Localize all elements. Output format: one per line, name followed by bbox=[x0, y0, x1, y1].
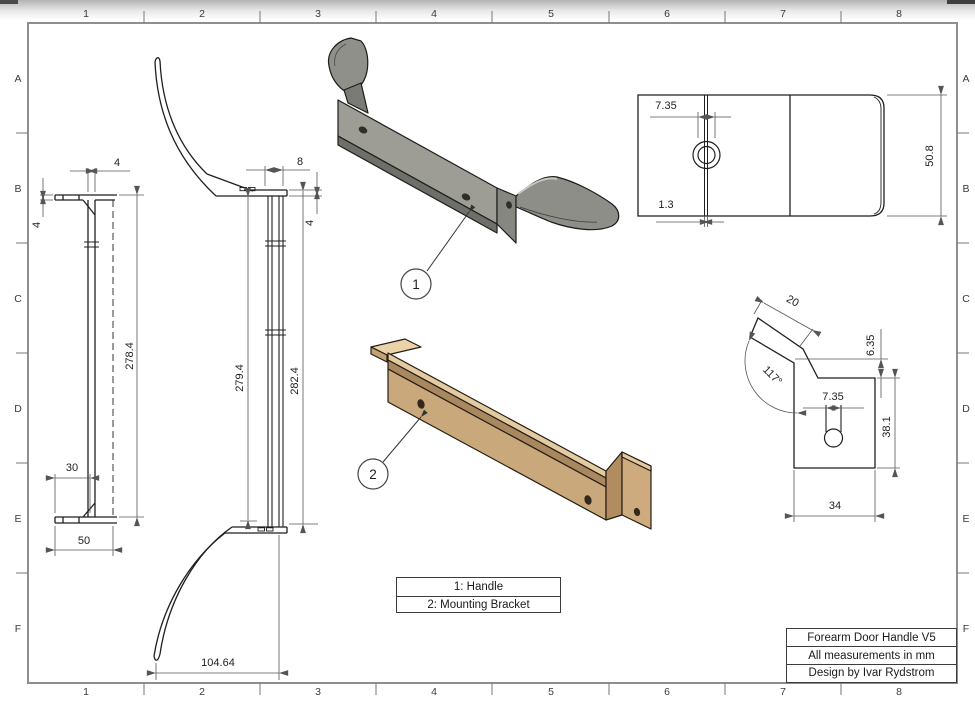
zone-label: 2 bbox=[199, 8, 205, 20]
dim-label: 7.35 bbox=[822, 391, 843, 403]
zone-label: C bbox=[962, 293, 970, 305]
zone-label: C bbox=[14, 293, 22, 305]
legend-row: 2: Mounting Bracket bbox=[397, 595, 560, 614]
handle-side-view-dims bbox=[146, 166, 322, 680]
handle-isometric-view bbox=[327, 37, 620, 244]
dim-label: 50 bbox=[78, 535, 90, 547]
handle-hole bbox=[358, 126, 368, 134]
dim-label: 30 bbox=[66, 462, 78, 474]
zone-label: 4 bbox=[431, 8, 437, 20]
window-tab-right bbox=[947, 0, 975, 4]
handle-hole bbox=[461, 193, 471, 201]
zone-label: F bbox=[15, 623, 21, 635]
zone-label: A bbox=[14, 73, 21, 85]
window-top-gradient bbox=[0, 0, 975, 20]
zone-label: B bbox=[14, 183, 21, 195]
dim-label: 34 bbox=[829, 500, 841, 512]
zone-label: 6 bbox=[664, 8, 670, 20]
bracket-hole bbox=[584, 495, 592, 505]
bracket-side-view bbox=[54, 194, 117, 524]
zone-label: D bbox=[962, 403, 970, 415]
window-tab-left bbox=[0, 0, 18, 4]
zone-label: A bbox=[962, 73, 969, 85]
bracket-profile-dims bbox=[744, 295, 900, 522]
zone-label: 8 bbox=[896, 686, 902, 698]
zone-label: 7 bbox=[780, 8, 786, 20]
zone-label: 1 bbox=[83, 8, 89, 20]
dim-label: 8 bbox=[297, 156, 303, 168]
callout-1: 1 bbox=[400, 204, 476, 300]
dim-label: 282.4 bbox=[289, 367, 301, 395]
title-block-row-title: Forearm Door Handle V5 bbox=[807, 631, 936, 644]
bracket-profile-view bbox=[749, 317, 876, 469]
dim-label: 20 bbox=[784, 293, 801, 309]
title-block-row-author: Design by Ivar Rydstrom bbox=[787, 663, 956, 681]
dim-label: 38.1 bbox=[881, 416, 893, 437]
handle-end-detail-dims bbox=[650, 85, 947, 227]
dim-label: 1.3 bbox=[658, 199, 673, 211]
handle-side-view bbox=[153, 57, 288, 661]
title-block-row-units: All measurements in mm bbox=[787, 646, 956, 663]
handle-hole bbox=[506, 201, 512, 209]
sheet-frame bbox=[16, 11, 969, 695]
dim-label: 50.8 bbox=[924, 145, 936, 166]
zone-label: 2 bbox=[199, 686, 205, 698]
callout-number: 2 bbox=[369, 467, 377, 482]
zone-label: 8 bbox=[896, 8, 902, 20]
parts-legend: 1: Handle 2: Mounting Bracket bbox=[396, 577, 561, 613]
dim-label: 4 bbox=[114, 157, 120, 169]
zone-labels: 1 2 3 4 5 6 7 8 1 2 3 4 5 6 7 8 A B C D … bbox=[14, 8, 970, 698]
zone-label: 1 bbox=[83, 686, 89, 698]
zone-label: D bbox=[14, 403, 22, 415]
zone-label: F bbox=[963, 623, 969, 635]
callout-number: 1 bbox=[412, 277, 420, 292]
dim-label: 279.4 bbox=[234, 364, 246, 392]
dim-label: 4 bbox=[31, 222, 43, 228]
title-block: Forearm Door Handle V5 All measurements … bbox=[786, 628, 957, 683]
dim-label: 117° bbox=[760, 364, 784, 388]
zone-label: 6 bbox=[664, 686, 670, 698]
zone-label: 7 bbox=[780, 686, 786, 698]
bracket-isometric-view bbox=[370, 338, 652, 530]
bracket-side-view-dims bbox=[40, 168, 144, 556]
zone-label: B bbox=[962, 183, 969, 195]
callout-balloon-2 bbox=[357, 458, 389, 490]
zone-label: 4 bbox=[431, 686, 437, 698]
bracket-hole bbox=[633, 507, 641, 517]
zone-label: 5 bbox=[548, 8, 554, 20]
dim-label: 104.64 bbox=[201, 657, 235, 669]
legend-row: 1: Handle bbox=[453, 580, 504, 593]
dim-label: 278.4 bbox=[124, 342, 136, 370]
handle-end-detail-view bbox=[637, 94, 885, 217]
zone-label: 5 bbox=[548, 686, 554, 698]
zone-label: E bbox=[962, 513, 969, 525]
dim-label: 4 bbox=[304, 220, 316, 226]
zone-label: E bbox=[14, 513, 21, 525]
zone-label: 3 bbox=[315, 8, 321, 20]
dim-label: 6.35 bbox=[865, 335, 877, 356]
zone-label: 3 bbox=[315, 686, 321, 698]
bracket-hole bbox=[417, 399, 425, 409]
callout-2: 2 bbox=[357, 409, 428, 490]
dim-label: 7.35 bbox=[655, 100, 676, 112]
callout-balloon-1 bbox=[400, 268, 432, 300]
